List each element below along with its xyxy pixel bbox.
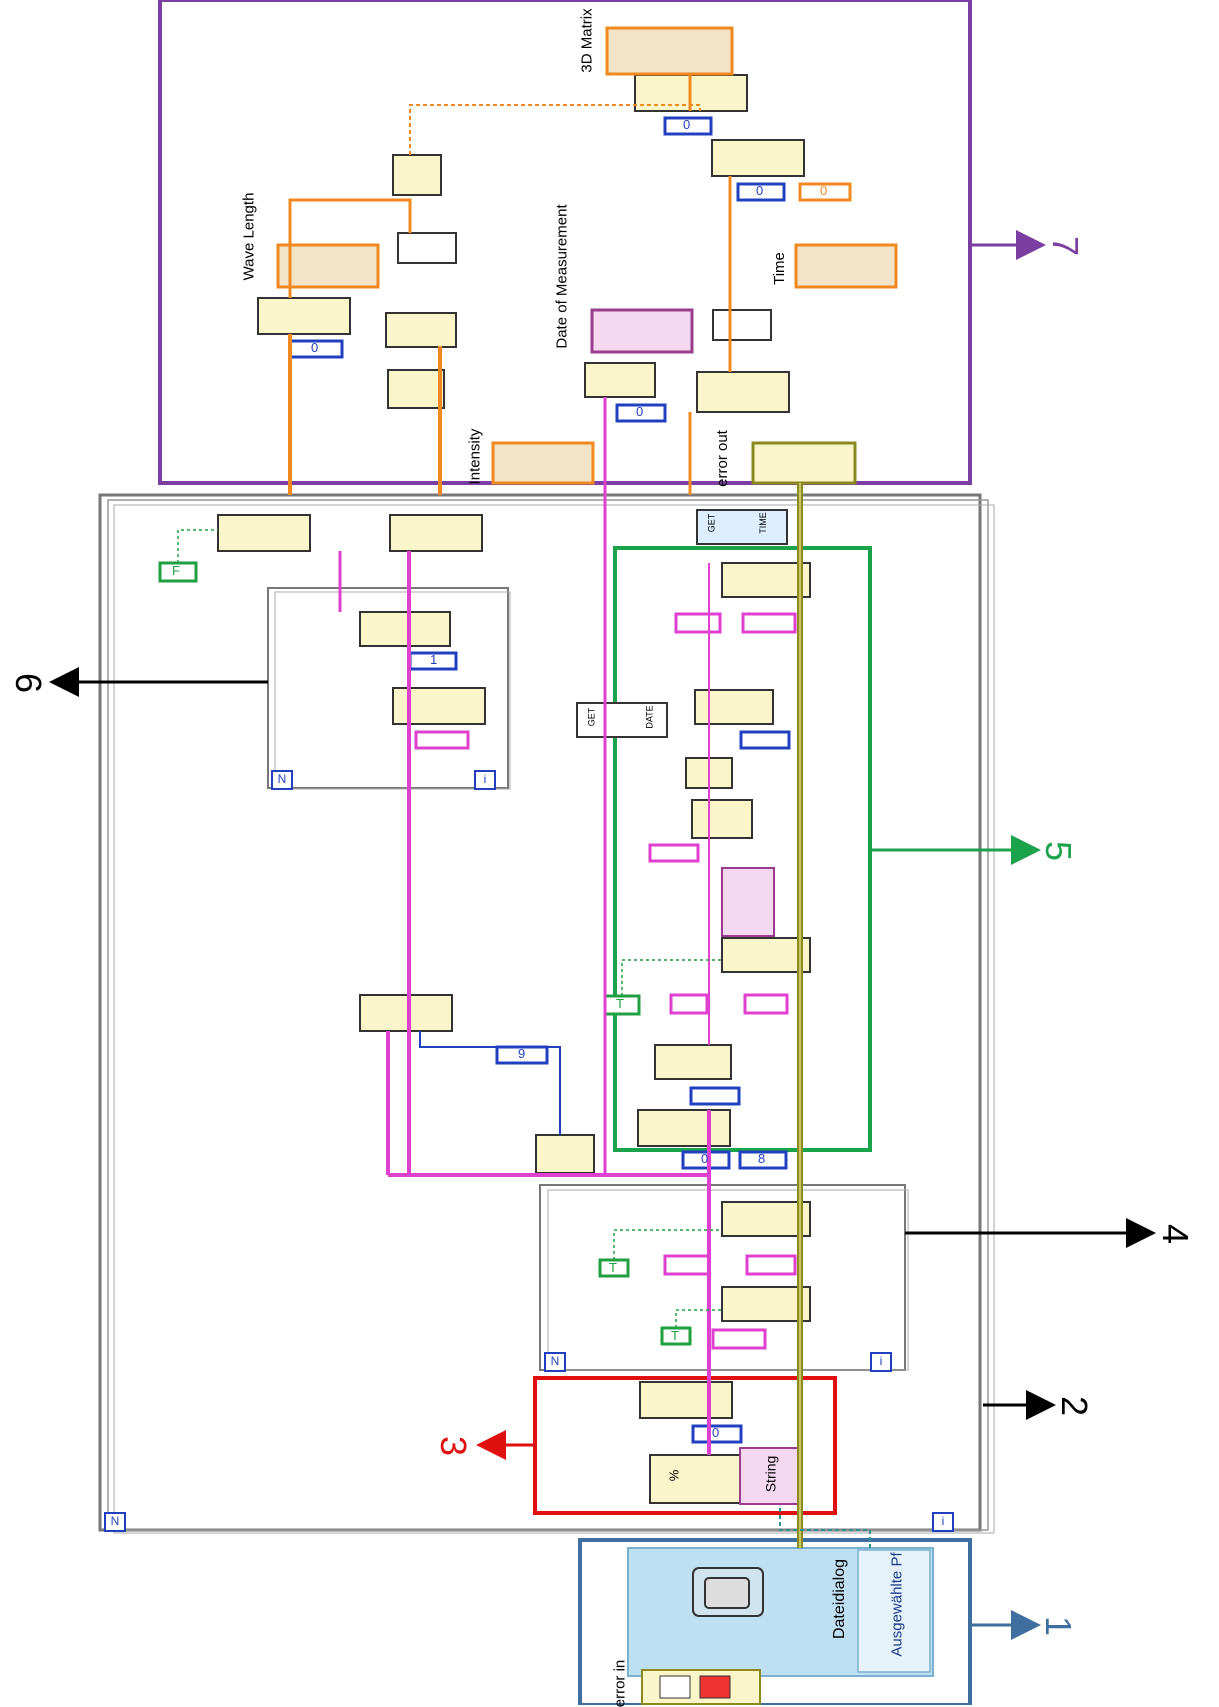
- get-date-label-top: GET: [586, 708, 596, 727]
- callout-6: 6: [7, 673, 49, 693]
- const-1-label: 1: [430, 652, 437, 667]
- const-0-label-r3: 0: [712, 1425, 719, 1440]
- label-dateidialog: Dateidialog: [831, 1559, 849, 1639]
- callout-7: 7: [1044, 236, 1086, 256]
- label-intensity: Intensity: [466, 429, 483, 485]
- get-time-label-bottom: TIME: [758, 512, 768, 534]
- const-0-label-r5: 0: [701, 1151, 708, 1166]
- label-error-out: error out: [714, 430, 731, 487]
- loop-i-r6: i: [474, 770, 496, 790]
- const-0-label-wl: 0: [311, 340, 318, 355]
- loop-i-main: i: [932, 1512, 954, 1532]
- loop-N-r6: N: [271, 770, 293, 790]
- callout-3: 3: [432, 1436, 474, 1456]
- const-0-label-date: 0: [636, 404, 643, 419]
- label-3d-matrix: 3D Matrix: [579, 8, 596, 72]
- label-error-in: error in: [611, 1660, 628, 1707]
- const-T-label-b: T: [671, 1328, 679, 1343]
- const-8-label: 8: [758, 1151, 765, 1166]
- loop-i-r4: i: [870, 1352, 892, 1372]
- label-fmt-code: %: [666, 1470, 681, 1482]
- loop-N-r4: N: [544, 1352, 566, 1372]
- label-date-of-measurement: Date of Measurement: [554, 204, 571, 348]
- get-time-label-top: GET: [706, 514, 716, 533]
- callout-4: 4: [1154, 1224, 1196, 1244]
- label-ausgewahlte-pf: Ausgewählte Pf: [889, 1552, 906, 1656]
- callout-2: 2: [1053, 1396, 1095, 1416]
- label-string-dropdown: String: [762, 1456, 778, 1493]
- const-T-label-r5: T: [616, 996, 624, 1011]
- label-wave-length: Wave Length: [240, 193, 257, 281]
- const-0-label-time-orange: 0: [820, 183, 827, 198]
- loop-N-main: N: [104, 1512, 126, 1532]
- get-date-label-bottom: DATE: [645, 705, 655, 728]
- const-9-label: 9: [518, 1046, 525, 1061]
- const-0-label-time: 0: [756, 183, 763, 198]
- label-time: Time: [771, 252, 788, 285]
- callout-1: 1: [1037, 1616, 1079, 1636]
- const-0-label-3d: 0: [683, 117, 690, 132]
- callout-5: 5: [1037, 841, 1079, 861]
- const-F-label: F: [172, 563, 180, 578]
- const-T-label-a: T: [609, 1260, 617, 1275]
